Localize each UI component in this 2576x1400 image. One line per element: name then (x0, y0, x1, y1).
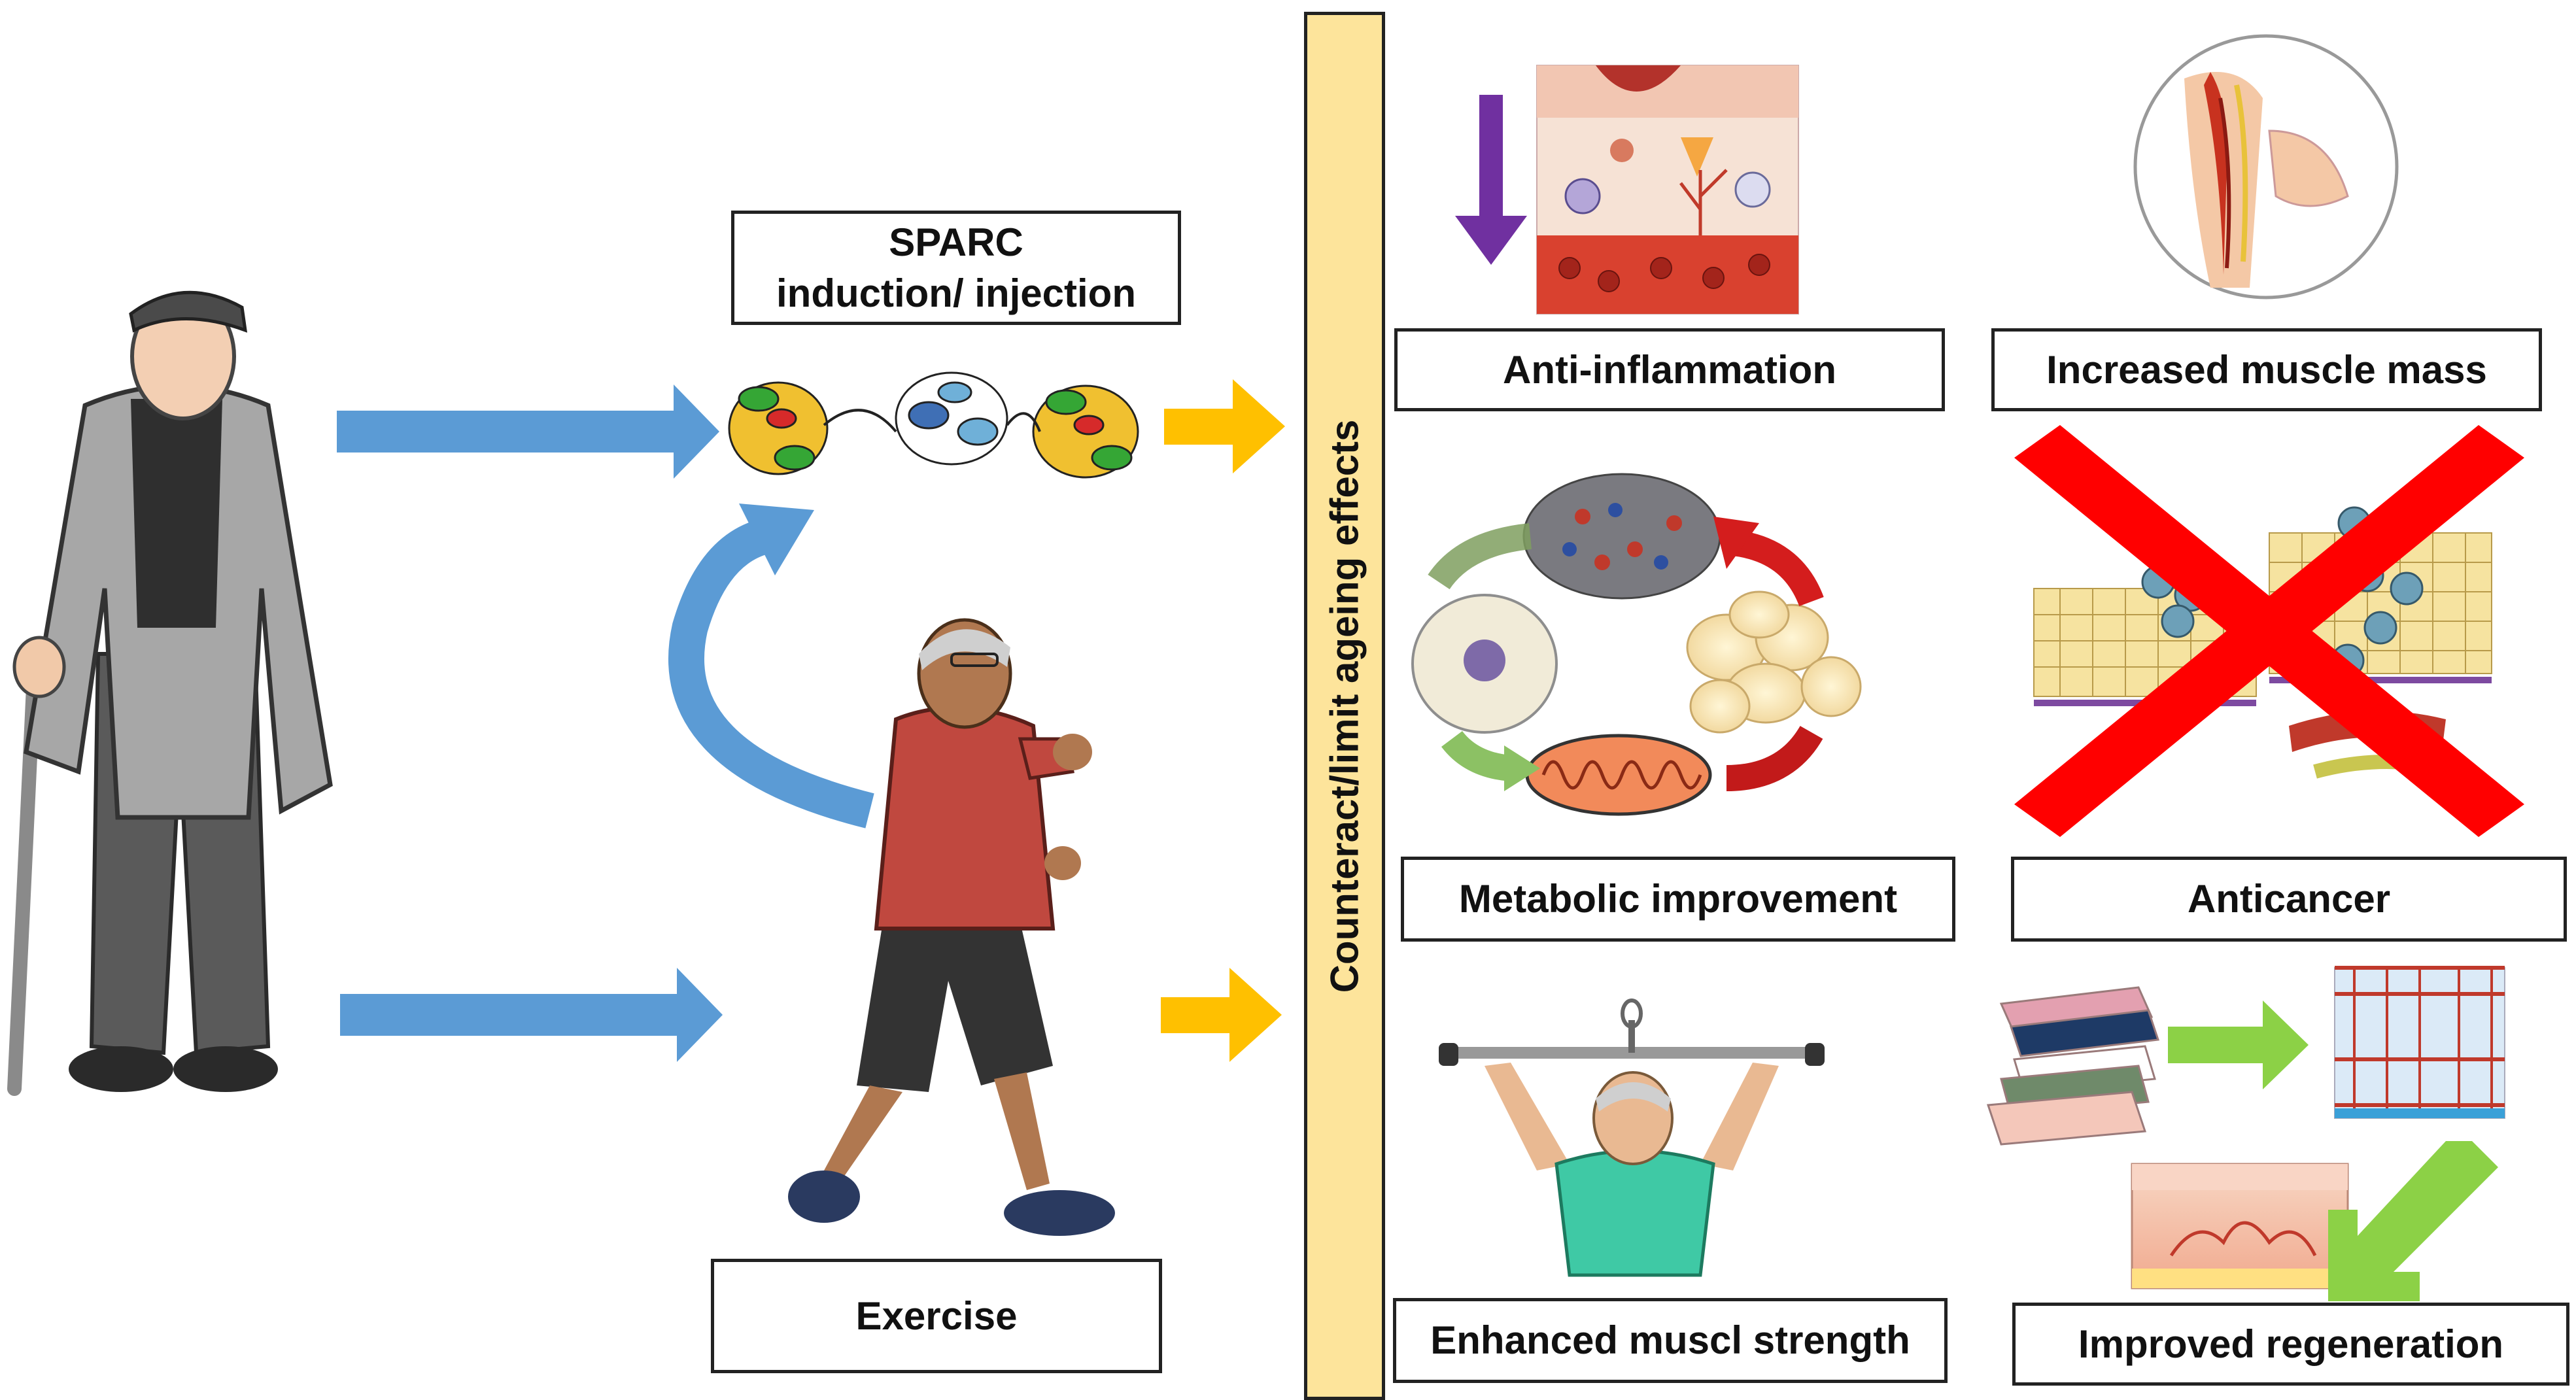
muscle-mass-label-box: Increased muscle mass (1991, 328, 2542, 411)
regeneration-label-box: Improved regeneration (2012, 1303, 2569, 1386)
walking-man-illustration (788, 618, 1115, 1236)
tissue-regeneration-illustration (1986, 966, 2505, 1301)
elderly-man-illustration (7, 290, 333, 1096)
sparc-label-line1: SPARC (889, 220, 1023, 264)
regeneration-label: Improved regeneration (2078, 1322, 2504, 1366)
anticancer-label-box: Anticancer (2011, 857, 2567, 942)
sparc-label-box: SPARC induction/ injection (731, 211, 1181, 325)
metabolic-label: Metabolic improvement (1458, 877, 1898, 921)
counteract-band-label: Counteract/limit ageing effects (1322, 419, 1367, 993)
metabolic-cycle-illustration (1411, 473, 1862, 816)
yellow-arrow-bottom (1161, 968, 1282, 1062)
purple-down-arrow (1455, 95, 1527, 265)
anti-inflammation-label-box: Anti-inflammation (1394, 328, 1945, 411)
counteract-band: Counteract/limit ageing effects (1304, 12, 1385, 1400)
exercise-label: Exercise (855, 1293, 1018, 1338)
muscle-arm-illustration (2133, 34, 2399, 299)
yellow-arrow-top (1164, 379, 1285, 473)
muscle-strength-label: Enhanced muscl strength (1430, 1318, 1910, 1362)
muscle-strength-label-box: Enhanced muscl strength (1393, 1298, 1948, 1383)
blue-arrow-to-exercise (340, 968, 723, 1062)
inflammation-tissue-illustration (1536, 65, 1799, 315)
sparc-label-line2: induction/ injection (776, 271, 1136, 315)
sparc-protein-structure (728, 371, 1139, 479)
blue-arrow-to-sparc (337, 384, 719, 479)
muscle-mass-label: Increased muscle mass (2046, 347, 2487, 392)
exercise-label-box: Exercise (711, 1259, 1162, 1373)
red-cross-icon (2014, 425, 2524, 837)
anticancer-label: Anticancer (2187, 877, 2391, 921)
curved-arrow-exercise-to-sparc (668, 504, 874, 828)
metabolic-label-box: Metabolic improvement (1401, 857, 1955, 942)
anti-inflammation-label: Anti-inflammation (1503, 347, 1836, 392)
weightlifter-illustration (1439, 999, 1825, 1277)
